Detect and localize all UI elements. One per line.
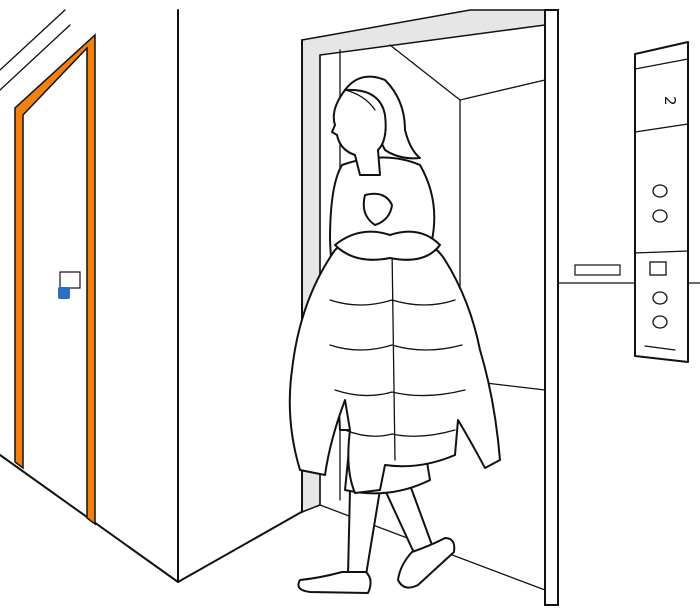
hallway-walls <box>0 9 306 583</box>
call-button-up[interactable] <box>652 184 668 198</box>
woman-figure <box>288 75 501 594</box>
floor-indicator: 2 <box>661 96 679 106</box>
door-handle[interactable] <box>58 287 70 299</box>
door-plate <box>59 271 81 289</box>
apartment-door[interactable] <box>14 33 96 526</box>
right-shoe <box>397 537 456 589</box>
call-button-down[interactable] <box>652 209 668 223</box>
card-reader <box>649 261 667 276</box>
left-shoe <box>297 571 372 594</box>
puffer-jacket <box>288 235 501 494</box>
elevator-call-panel: 2 <box>634 41 689 363</box>
